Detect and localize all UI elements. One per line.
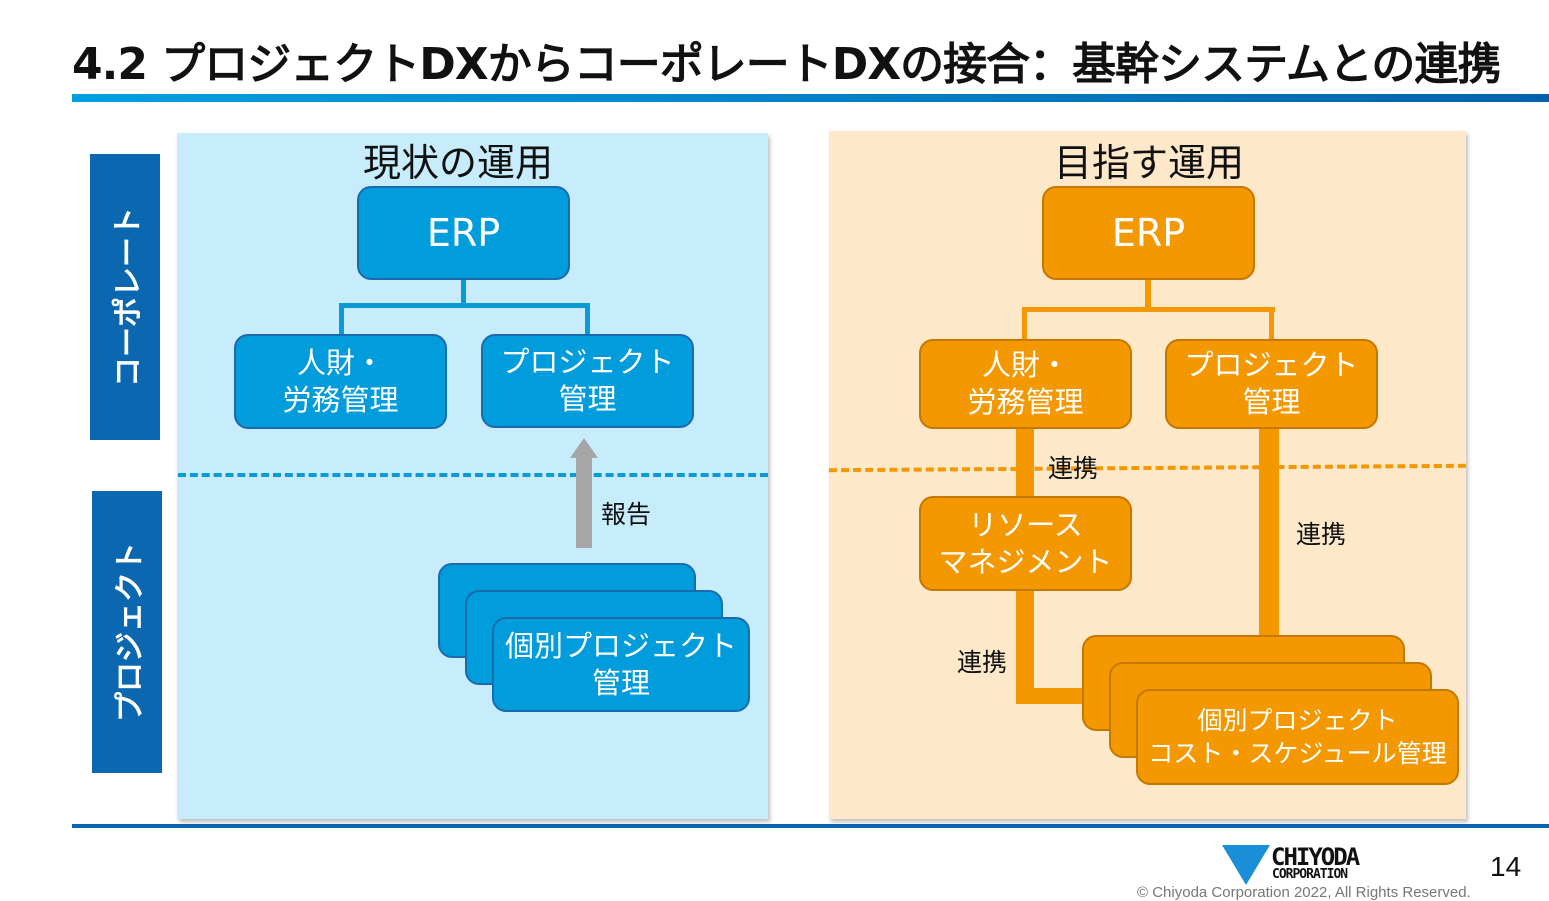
chiyoda-logo-icon [1222, 845, 1270, 885]
divider-line [178, 473, 768, 477]
hr-box: 人財・ 労務管理 [234, 334, 447, 429]
logo-name: CHIYODA [1271, 843, 1360, 871]
erp-box: ERP [357, 186, 570, 280]
report-label: 報告 [601, 500, 652, 529]
erp-box: ERP [1042, 186, 1255, 280]
footer-line [72, 824, 1549, 828]
link-label: 連携 [957, 648, 1008, 677]
individual-box: 個別プロジェクト 管理 [492, 617, 750, 712]
connector [585, 303, 590, 337]
pm-box: プロジェクト 管理 [481, 334, 694, 428]
connector [1022, 307, 1027, 341]
connector [1145, 278, 1151, 312]
project-label-text: プロジェクト [113, 542, 148, 722]
title-underline [72, 94, 1549, 102]
project-label: プロジェクト [92, 491, 162, 773]
corporate-label: コーポレート [90, 154, 160, 440]
link-connector [1259, 425, 1279, 640]
individual-box: 個別プロジェクト コスト・スケジュール管理 [1136, 689, 1459, 785]
link-label: 連携 [1296, 520, 1347, 549]
link-connector [1016, 588, 1034, 704]
report-arrow-icon [576, 455, 592, 548]
target-title: 目指す運用 [1053, 141, 1244, 185]
connector [339, 303, 344, 337]
link-connector [1016, 425, 1034, 500]
connector [461, 278, 466, 306]
corporate-label-text: コーポレート [111, 207, 146, 387]
connector [1269, 307, 1274, 341]
hr-box: 人財・ 労務管理 [919, 339, 1132, 429]
logo-sub: CORPORATION [1272, 867, 1348, 882]
connector [1022, 307, 1275, 312]
current-title: 現状の運用 [362, 141, 553, 185]
page-number: 14 [1490, 851, 1522, 882]
arrow-head-icon [570, 438, 598, 458]
pm-box: プロジェクト 管理 [1165, 339, 1378, 429]
connector [339, 303, 590, 308]
slide-title: 4.2 プロジェクトDXからコーポレートDXの接合：基幹システムとの連携 [72, 39, 1501, 90]
copyright: © Chiyoda Corporation 2022, All Rights R… [1137, 884, 1471, 901]
link-label: 連携 [1048, 454, 1099, 483]
resource-box: リソース マネジメント [919, 496, 1132, 591]
